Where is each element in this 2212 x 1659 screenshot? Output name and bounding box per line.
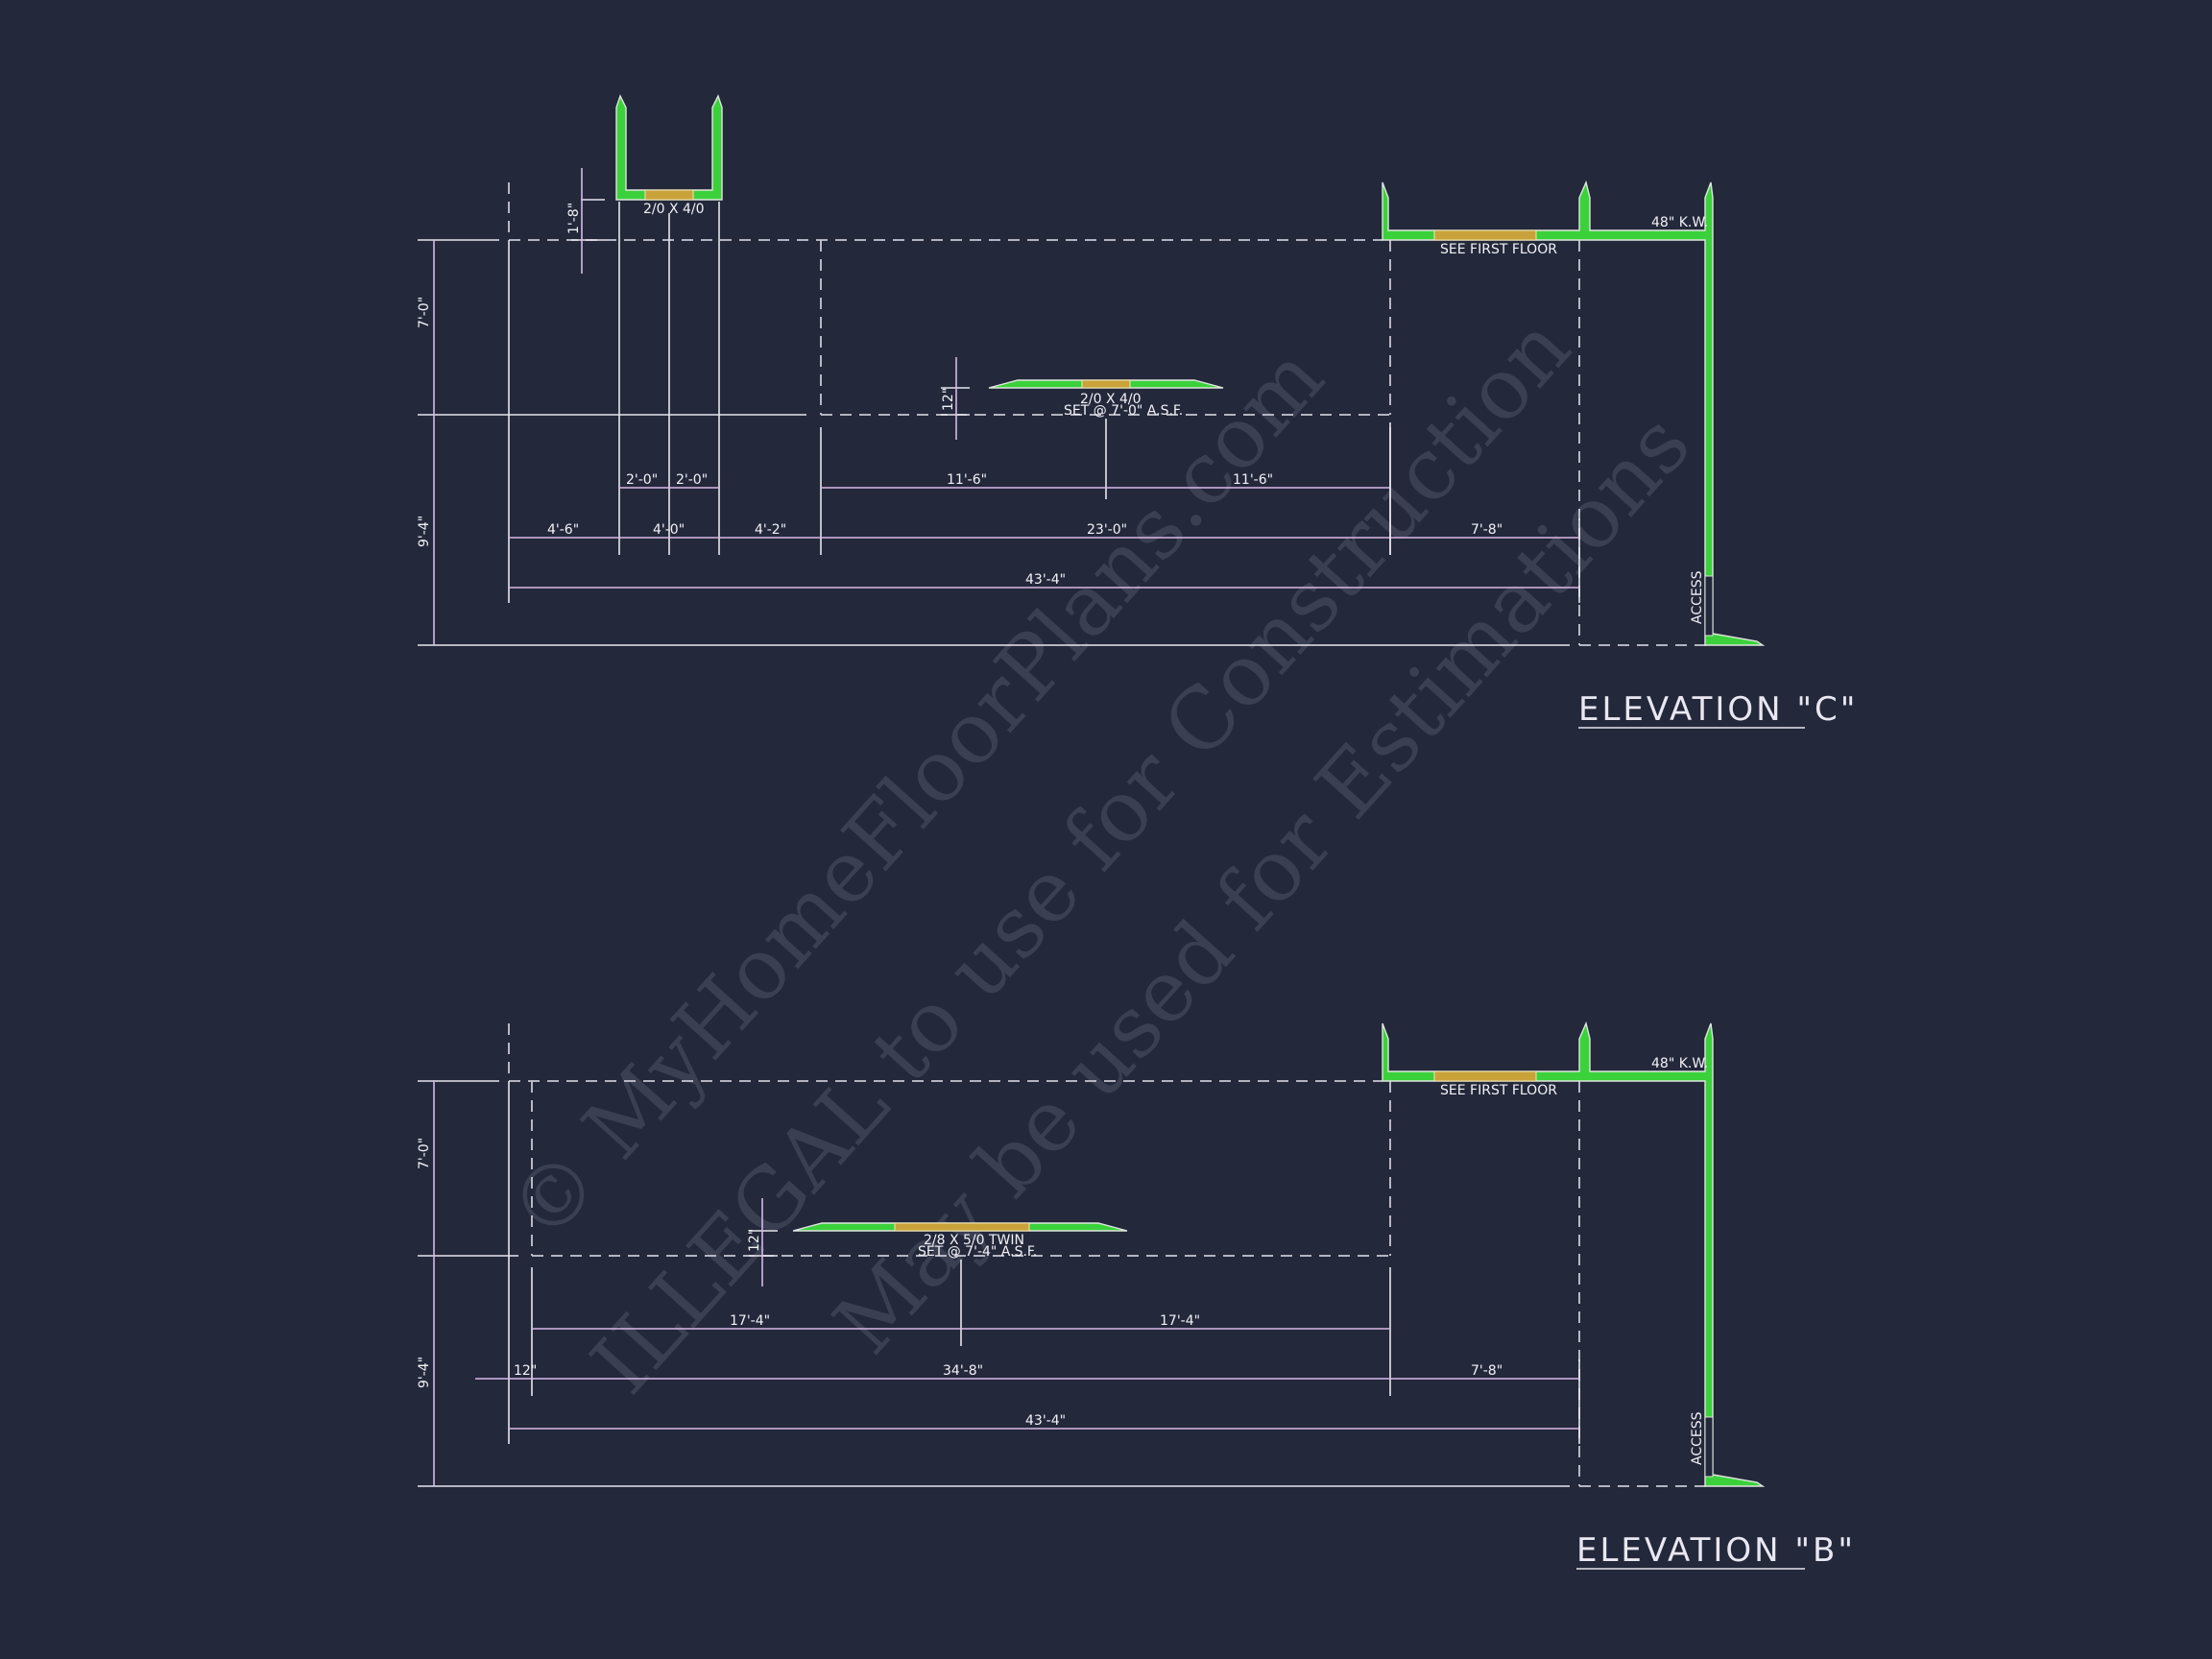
knee-wall-label: 48" K.W. xyxy=(1651,215,1708,230)
mid-window-label: 2/0 X 4/0 xyxy=(1080,392,1142,407)
dim-lower-height: 9'-4" xyxy=(417,1357,432,1388)
watermark-line-2: ILLEGAL to use for Construction xyxy=(572,298,1589,1411)
dim-half-right: 2'-0" xyxy=(676,472,708,488)
access-label: ACCESS xyxy=(1690,570,1705,624)
dim-upper-height: 7'-0" xyxy=(417,1138,432,1169)
right-window-glazing xyxy=(1433,229,1537,241)
mid-window-glazing xyxy=(1081,379,1131,389)
dim-span-half-left: 11'-6" xyxy=(947,472,987,488)
dim-span-half-right: 11'-6" xyxy=(1233,472,1273,488)
twin-window-set: SET @ 7'-4" A.S.F. xyxy=(918,1244,1037,1260)
mid-window-set: SET @ 7'-0" A.S.F. xyxy=(1064,403,1183,419)
top-dormer-wall xyxy=(615,94,723,201)
knee-wall-label: 48" K.W. xyxy=(1651,1056,1708,1071)
dim-seg3: 4'-2" xyxy=(755,522,786,538)
elevation-c: 7'-0" 9'-4" 2/0 X 4/0 1'-8" 2'-0" 2'-0" … xyxy=(417,94,1858,729)
dim-overall: 43'-4" xyxy=(1025,1413,1066,1429)
dim-seg-main: 34'-8" xyxy=(943,1363,983,1379)
elevation-c-title: ELEVATION "C" xyxy=(1578,690,1858,729)
access-label: ACCESS xyxy=(1690,1411,1705,1465)
dim-seg-right: 7'-8" xyxy=(1471,1363,1503,1379)
dim-sill-offset: 12" xyxy=(747,1229,762,1252)
dim-seg1: 4'-6" xyxy=(547,522,579,538)
elevation-b: 7'-0" 9'-4" 2/8 X 5/0 TWIN SET @ 7'-4" A… xyxy=(417,1021,1856,1570)
dim-sill-offset: 12" xyxy=(941,388,956,411)
dim-half-left: 2'-0" xyxy=(626,472,658,488)
twin-window-label: 2/8 X 5/0 TWIN xyxy=(924,1233,1024,1248)
dim-overall: 43'-4" xyxy=(1025,572,1066,588)
elevation-b-title: ELEVATION "B" xyxy=(1576,1531,1856,1570)
watermark-line-1: © MyHomeFloorPlans.com xyxy=(490,328,1343,1261)
see-first-floor-label: SEE FIRST FLOOR xyxy=(1440,242,1557,257)
dim-span-half-left: 17'-4" xyxy=(730,1313,770,1329)
right-wall-section xyxy=(1382,1021,1766,1487)
top-window-glazing xyxy=(644,189,694,201)
dim-top-offset: 1'-8" xyxy=(566,203,582,234)
dim-seg4: 23'-0" xyxy=(1087,522,1127,538)
dim-lower-height: 9'-4" xyxy=(417,516,432,547)
access-opening xyxy=(1704,1416,1714,1478)
right-wall-section xyxy=(1382,180,1766,646)
access-opening xyxy=(1704,575,1714,637)
right-window-glazing xyxy=(1433,1070,1537,1082)
see-first-floor-label: SEE FIRST FLOOR xyxy=(1440,1083,1557,1098)
dim-seg2: 4'-0" xyxy=(653,522,685,538)
dim-upper-height: 7'-0" xyxy=(417,297,432,328)
top-window-label: 2/0 X 4/0 xyxy=(643,202,705,217)
twin-window-glazing xyxy=(894,1222,1030,1232)
dim-span-half-right: 17'-4" xyxy=(1160,1313,1200,1329)
dim-seg5: 7'-8" xyxy=(1471,522,1503,538)
dim-left-offset: 12" xyxy=(514,1363,537,1379)
